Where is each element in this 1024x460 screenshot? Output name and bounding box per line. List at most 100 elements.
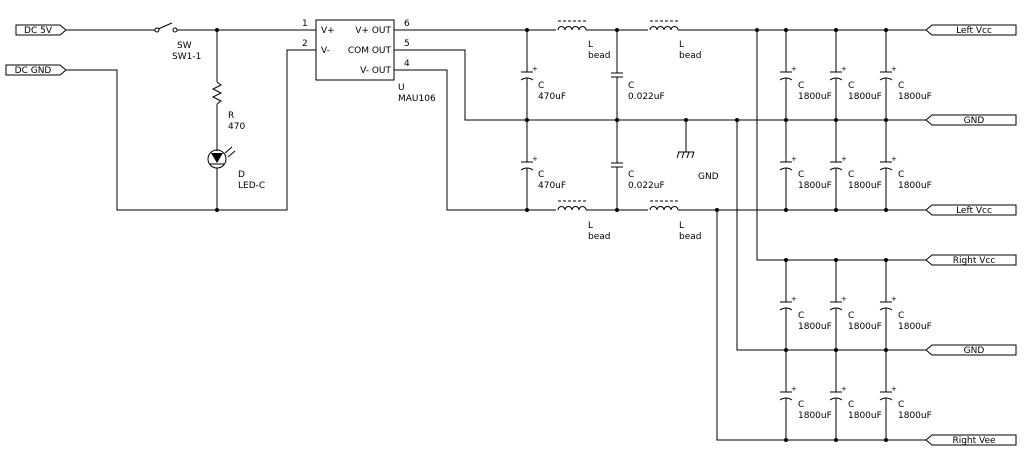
output-cap-value: 1800uF (898, 322, 932, 332)
led-ray (224, 146, 233, 154)
bulk-cap-value: 470uF (538, 181, 566, 191)
bead-value: bead (679, 51, 701, 61)
led-icon (211, 153, 223, 163)
port-gnd (925, 114, 1017, 126)
output-cap-value: 1800uF (898, 181, 932, 191)
converter-ref: U (398, 83, 405, 93)
cap-bulk-bottom-plus: + (532, 155, 538, 163)
pin-vminus-label: V- (321, 46, 330, 56)
wire (394, 69, 556, 211)
led-ray (227, 150, 236, 158)
led-ref: D (238, 170, 245, 180)
cap-output-plus: + (791, 65, 797, 73)
cap-output-plate-curved (779, 397, 793, 401)
cap-output-plus: + (791, 295, 797, 303)
cap-output-plate-curved (879, 307, 893, 311)
cap-output-plus: + (791, 155, 797, 163)
output-cap-ref: C (848, 400, 854, 410)
bead-ref: L (679, 221, 684, 231)
junction-dot (215, 28, 219, 32)
output-cap-value: 1800uF (848, 92, 882, 102)
port-left-vcc (925, 204, 1017, 216)
switch-contact (154, 27, 160, 33)
switch-value: SW1-1 (172, 52, 201, 62)
cap-output-plus: + (841, 65, 847, 73)
junction-dot (834, 438, 838, 442)
cap-output-plus: + (841, 155, 847, 163)
ground-icon-tick (691, 151, 695, 159)
wire (736, 120, 926, 351)
ground-icon-tick (686, 151, 690, 159)
ground-label: GND (698, 172, 719, 182)
pin-2-label: 2 (302, 39, 308, 49)
cap-output-plate-curved (829, 77, 843, 81)
cap-output-plate-curved (879, 167, 893, 171)
bead-top-2 (649, 26, 679, 31)
port-gnd-label: GND (964, 346, 985, 356)
bead-value: bead (588, 51, 610, 61)
cap-output-plate-curved (779, 77, 793, 81)
junction-dot (684, 118, 688, 122)
cap-output-plate-curved (879, 397, 893, 401)
output-cap-ref: C (848, 170, 854, 180)
pin-6-label: 6 (404, 19, 410, 29)
output-cap-value: 1800uF (898, 92, 932, 102)
output-cap-value: 1800uF (898, 411, 932, 421)
output-cap-value: 1800uF (798, 411, 832, 421)
led-value: LED-C (238, 181, 265, 191)
port-dc-5v (15, 24, 67, 36)
cap-output-plate-curved (779, 307, 793, 311)
port-right-vee-label: Right Vee (952, 436, 996, 446)
port-dc-5v-label: DC 5V (24, 26, 53, 36)
output-cap-ref: C (898, 400, 904, 410)
port-gnd-label: GND (964, 116, 985, 126)
cap-output-plate-curved (779, 167, 793, 171)
film-cap-value: 0.022uF (628, 92, 665, 102)
cap-output-plate-curved (829, 397, 843, 401)
junction-dot (884, 438, 888, 442)
wire (756, 30, 926, 261)
port-right-vcc (925, 254, 1017, 266)
pin-5-label: 5 (404, 39, 410, 49)
junction-dot (884, 208, 888, 212)
output-cap-ref: C (798, 400, 804, 410)
switch-contact (172, 27, 178, 33)
cap-output-plus: + (891, 295, 897, 303)
output-cap-value: 1800uF (798, 181, 832, 191)
junction-dot (735, 118, 739, 122)
port-gnd (925, 344, 1017, 356)
output-cap-ref: C (848, 81, 854, 91)
cap-output-plus: + (891, 385, 897, 393)
output-cap-ref: C (798, 311, 804, 321)
port-left-vcc (925, 24, 1017, 36)
components (5, 19, 1017, 446)
output-cap-ref: C (798, 81, 804, 91)
output-cap-value: 1800uF (848, 411, 882, 421)
switch-lever (157, 22, 173, 30)
bead-top-1 (557, 26, 587, 31)
output-cap-ref: C (848, 311, 854, 321)
resistor-ref: R (228, 111, 234, 121)
pin-4-label: 4 (404, 59, 410, 69)
converter-value: MAU106 (398, 94, 436, 104)
switch-ref: SW (177, 41, 192, 51)
ground-icon-tick (676, 151, 680, 159)
ground-icon-tick (681, 151, 685, 159)
cap-bulk-top-plus: + (532, 65, 538, 73)
wire (394, 49, 926, 121)
led-body (207, 149, 227, 169)
bead-ref: L (588, 221, 593, 231)
pin-1-label: 1 (302, 19, 308, 29)
bead-bottom-2 (649, 206, 679, 211)
port-dc-gnd (5, 64, 67, 76)
cap-output-plus: + (841, 385, 847, 393)
port-right-vee (925, 434, 1017, 446)
bead-value: bead (588, 232, 610, 242)
pin-vplus-label: V+ (321, 26, 335, 36)
junction-dot (215, 208, 219, 212)
resistor-value: 470 (228, 122, 245, 132)
port-left-vcc-label: Left Vcc (956, 206, 992, 216)
cap-output-plate-curved (829, 307, 843, 311)
converter-module (315, 19, 395, 81)
